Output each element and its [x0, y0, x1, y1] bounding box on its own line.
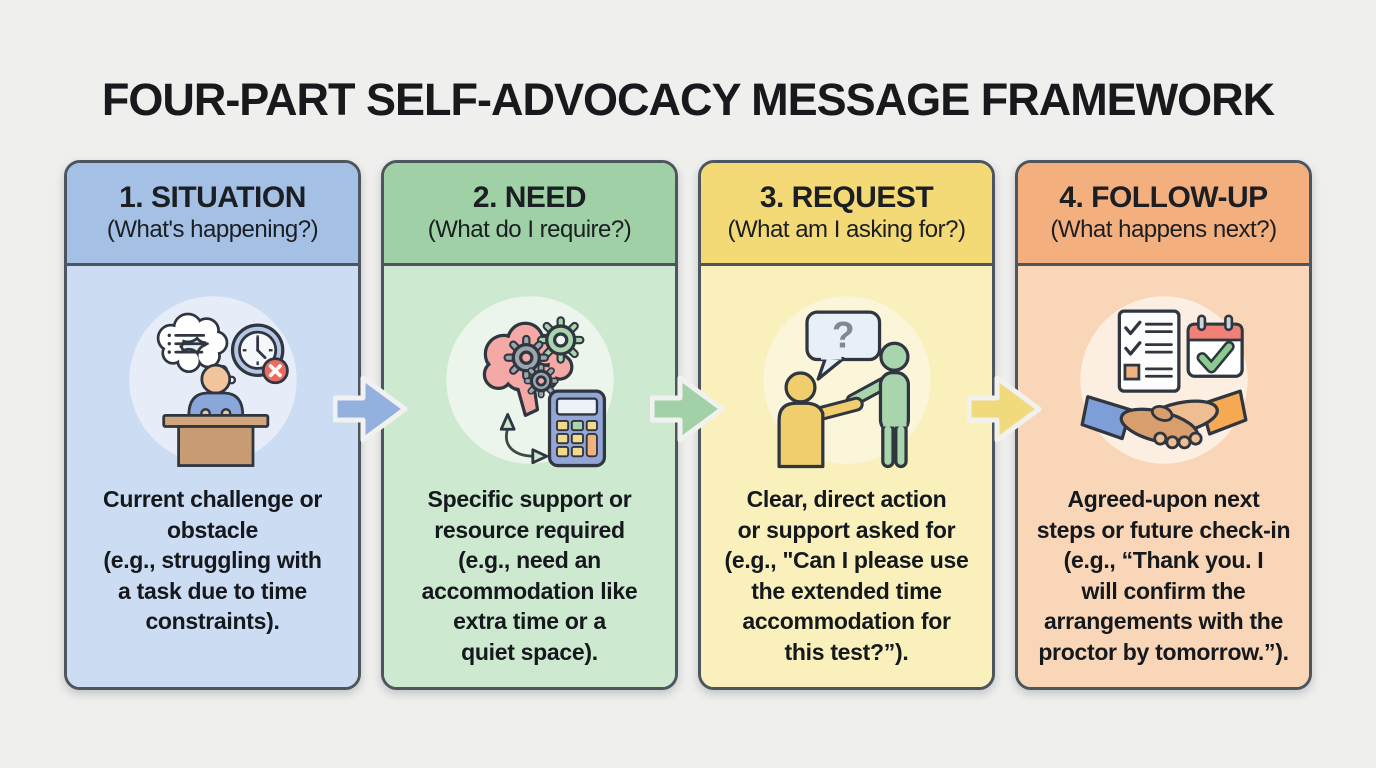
card-situation-header: 1. SITUATION (What's happening?): [67, 163, 358, 266]
card-follow-up-body: Agreed-upon next steps or future check-i…: [1018, 266, 1309, 687]
card-need-title: 2. NEED: [472, 181, 587, 215]
card-need-body: Specific support or resource required (e…: [384, 266, 675, 687]
flow-arrow-2-icon: [650, 371, 726, 447]
card-request-title: 3. REQUEST: [759, 181, 934, 215]
flow-arrow-3-icon: [967, 371, 1043, 447]
card-request-header: 3. REQUEST (What am I asking for?): [701, 163, 992, 266]
card-situation-text: Current challenge or obstacle (e.g., str…: [103, 486, 322, 635]
card-request-body: ? C: [701, 266, 992, 687]
card-follow-up-text: Agreed-upon next steps or future check-i…: [1036, 486, 1291, 665]
card-request: 3. REQUEST (What am I asking for?) ?: [698, 160, 995, 690]
flow-arrow-1-icon: [333, 371, 409, 447]
card-need: 2. NEED (What do I require?): [381, 160, 678, 690]
card-situation-subtitle: (What's happening?): [106, 215, 319, 243]
card-follow-up: 4. FOLLOW-UP (What happens next?): [1015, 160, 1312, 690]
card-need-subtitle: (What do I require?): [427, 215, 632, 243]
card-follow-up-title: 4. FOLLOW-UP: [1059, 181, 1268, 215]
card-need-header: 2. NEED (What do I require?): [384, 163, 675, 266]
card-follow-up-subtitle: (What happens next?): [1050, 215, 1277, 243]
card-situation-title: 1. SITUATION: [119, 181, 306, 215]
brain-gears-calculator-icon: [437, 287, 623, 473]
page-title: FOUR-PART SELF-ADVOCACY MESSAGE FRAMEWOR…: [101, 74, 1275, 125]
svg-text:?: ?: [831, 313, 854, 355]
card-request-subtitle: (What am I asking for?): [727, 215, 966, 243]
handshake-checklist-calendar-icon: [1071, 287, 1257, 473]
card-request-text: Clear, direct action or support asked fo…: [724, 486, 969, 665]
card-follow-up-header: 4. FOLLOW-UP (What happens next?): [1018, 163, 1309, 266]
card-situation-body: Current challenge or obstacle (e.g., str…: [67, 266, 358, 687]
card-need-text: Specific support or resource required (e…: [421, 486, 638, 665]
card-situation: 1. SITUATION (What's happening?): [64, 160, 361, 690]
person-desk-thought-clock-icon: [120, 287, 306, 473]
two-people-question-bubble-icon: ?: [754, 287, 940, 473]
framework-cards-row: 1. SITUATION (What's happening?): [64, 160, 1312, 690]
